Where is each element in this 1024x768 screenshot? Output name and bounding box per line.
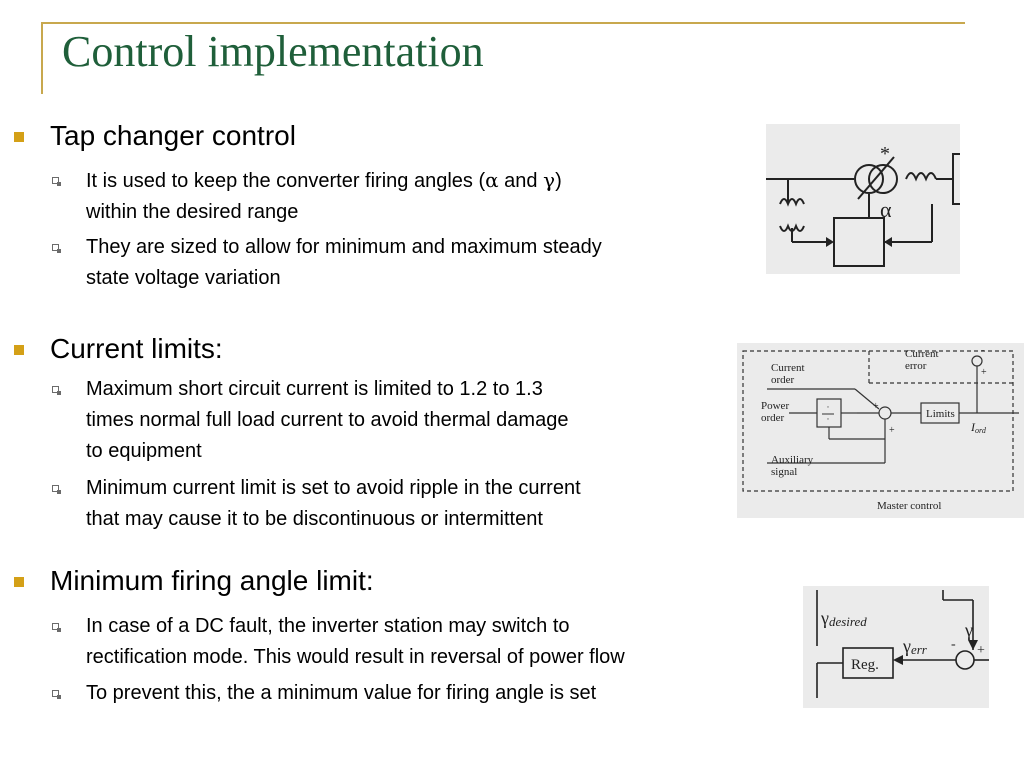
reg-label: Reg. [851,657,879,673]
alpha-symbol: α [485,168,499,192]
master-control-diagram: · · Current order Power order Auxiliary … [737,343,1024,518]
arrow-icon [893,655,903,665]
plus-sign: + [981,367,987,378]
subbullet-text: Minimum current limit is set to avoid ri… [86,477,581,499]
subbullet-text: that may cause it to be discontinuous or… [86,508,543,530]
gamma-symbol: γ [543,168,556,192]
square-bullet-icon [14,577,24,587]
hollow-square-bullet-icon [52,386,61,395]
subbullet-text: It is used to keep the converter firing … [86,170,486,192]
gamma-regulator-svg: γdesired γerr γ Reg. + - [816,590,989,698]
gamma-label: γ [964,620,973,640]
square-bullet-icon [14,132,24,142]
current-order-label: order [771,374,795,386]
subbullet-text: state voltage variation [86,267,281,289]
subbullet-text: within the desired range [86,201,299,223]
current-error-label: error [905,360,927,372]
subbullet-text: rectification mode. This would result in… [86,646,625,668]
arrow-icon [826,237,834,247]
minus-sign: - [981,345,984,356]
arrow-icon [968,640,978,650]
current-error-label: Current [905,348,939,360]
hollow-square-bullet-icon [52,485,61,494]
gamma-regulator-diagram: γdesired γerr γ Reg. + - [803,586,989,708]
arrow-icon [884,237,892,247]
master-control-caption: Master control [877,500,941,512]
aux-signal-label: signal [771,466,797,478]
limits-label: Limits [926,408,955,420]
bullet-heading: Tap changer control [50,120,296,151]
title-rule-horizontal [41,22,965,24]
star-label: * [880,143,890,165]
bullet-heading: Current limits: [50,333,223,364]
tap-changer-diagram: * α [766,124,960,274]
master-control-svg: · · Current order Power order Auxiliary … [742,345,1019,512]
square-bullet-icon [14,345,24,355]
bullet-heading: Minimum firing angle limit: [50,565,374,596]
slide-title: Control implementation [62,27,484,76]
plus-sign: + [873,401,879,412]
iord-label: Iord [970,420,987,435]
svg-text:·: · [827,414,830,424]
current-order-label: Current [771,362,805,374]
subbullet-text: Maximum short circuit current is limited… [86,378,543,400]
gamma-error-label: γerr [902,636,928,657]
subbullet-text: In case of a DC fault, the inverter stat… [86,615,570,637]
minus-sign: - [951,637,956,652]
subbullet-text: They are sized to allow for minimum and … [86,236,602,258]
plus-sign: + [977,643,985,658]
subbullet-text: and [498,170,544,192]
subbullet-text: times normal full load current to avoid … [86,409,569,431]
svg-text:·: · [827,402,830,412]
plus-sign: + [889,425,895,436]
subbullet-text: To prevent this, the a minimum value for… [86,682,597,704]
power-order-label: Power [761,400,789,412]
hollow-square-bullet-icon [52,690,61,699]
subbullet-text: to equipment [86,440,202,462]
gamma-desired-label: γdesired [820,608,867,629]
title-rule-vertical [41,22,43,94]
power-order-label: order [761,412,785,424]
hollow-square-bullet-icon [52,177,61,186]
hollow-square-bullet-icon [52,623,61,632]
alpha-label: α [880,197,892,222]
tap-changer-svg: * α [766,143,960,267]
subbullet-text: ) [555,170,562,192]
aux-signal-label: Auxiliary [771,454,814,466]
hollow-square-bullet-icon [52,244,61,253]
